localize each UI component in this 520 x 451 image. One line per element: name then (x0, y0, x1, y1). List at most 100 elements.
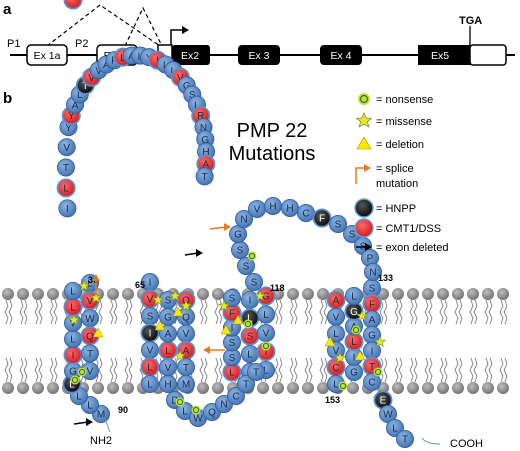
svg-text:N: N (200, 123, 207, 134)
residue: T (395, 429, 414, 448)
residue: L (63, 297, 83, 317)
lipid-head (422, 288, 434, 300)
residue: N (234, 209, 253, 228)
exon-5 (418, 45, 472, 65)
missense-marker (78, 279, 90, 292)
n-terminus-line (104, 418, 111, 433)
nonsense-marker (261, 341, 271, 351)
residue: S (236, 256, 255, 275)
residue: L (344, 332, 364, 352)
residue: V (57, 138, 76, 157)
residue: F (362, 294, 382, 314)
svg-text:Y: Y (65, 123, 72, 134)
legend-hnpp-icon (354, 198, 374, 218)
lipid-head (302, 288, 314, 300)
svg-text:T: T (63, 163, 69, 174)
lipid-tail (424, 299, 433, 325)
diagram-title-line1: PMP 22 (237, 120, 308, 142)
residue: C (296, 203, 315, 222)
svg-text:L: L (392, 424, 398, 435)
svg-text:L: L (333, 329, 339, 340)
lipid-head (92, 382, 104, 394)
lipid-head (302, 382, 314, 394)
svg-text:V: V (63, 143, 70, 154)
svg-text:A: A (103, 60, 110, 71)
lipid-head (17, 288, 29, 300)
svg-text:L: L (165, 346, 171, 357)
missense-marker (169, 289, 181, 302)
lipid-head (272, 382, 284, 394)
legend-exon-deleted-text: = exon deleted (376, 242, 448, 254)
legend-cmt-text: = CMT1/DSS (376, 223, 441, 235)
residue: T (246, 362, 265, 381)
lipid-head (47, 382, 59, 394)
svg-text:A: A (202, 160, 209, 171)
svg-text:E: E (380, 396, 387, 407)
residue: V (247, 199, 266, 218)
lipid-head (197, 382, 209, 394)
svg-text:Q: Q (208, 408, 216, 419)
residue: V (176, 324, 195, 343)
diagram-title-line2: Mutations (229, 143, 316, 165)
exon-deleted-arrow-2 (73, 418, 93, 426)
lipid-head (437, 288, 449, 300)
svg-text:M: M (97, 410, 105, 421)
residue: G (158, 307, 177, 326)
svg-text:V: V (70, 319, 77, 330)
svg-text:N: N (369, 268, 376, 279)
residue: L (344, 286, 363, 305)
c-terminus-label: COOH (450, 438, 483, 450)
svg-text:L: L (247, 314, 253, 325)
missense-marker (180, 299, 192, 312)
exon-4 (320, 45, 362, 65)
svg-text:W: W (193, 414, 203, 425)
nonsense-marker (373, 367, 383, 377)
svg-text:L: L (76, 392, 82, 403)
svg-text:L: L (333, 380, 339, 391)
exon-2 (172, 45, 210, 65)
svg-text:C: C (232, 392, 239, 403)
svg-text:S: S (70, 0, 77, 3)
panel-a-label: a (3, 1, 12, 18)
svg-text:N: N (240, 215, 247, 226)
promoter-p1: P1 (7, 38, 20, 50)
lipid-head (467, 382, 479, 394)
svg-text:L: L (182, 407, 188, 418)
svg-text:T: T (82, 81, 88, 92)
exon-4-label: Ex 4 (330, 50, 351, 62)
svg-text:D: D (171, 396, 178, 407)
svg-text:S: S (237, 246, 244, 257)
nonsense-marker (77, 367, 87, 377)
residue-number-153: 153 (325, 395, 340, 405)
lipid-head (122, 288, 134, 300)
svg-text:L: L (147, 363, 153, 374)
n-terminus-label: NH2 (90, 435, 112, 447)
lipid-head (317, 382, 329, 394)
lipid-head (452, 382, 464, 394)
svg-text:R: R (197, 111, 204, 122)
residue: S (230, 240, 249, 259)
residue: T (195, 167, 214, 186)
lipid-head (17, 382, 29, 394)
svg-text:L: L (69, 380, 75, 391)
nonsense-marker (191, 405, 201, 415)
lipid-tail (289, 299, 298, 325)
lipid-head (482, 382, 494, 394)
lipid-head (497, 288, 509, 300)
svg-text:S: S (189, 90, 196, 101)
svg-text:V: V (87, 367, 94, 378)
lipid-head (482, 288, 494, 300)
lipid-head (287, 288, 299, 300)
svg-text:H: H (202, 147, 209, 158)
residue: V (256, 323, 275, 342)
svg-text:N: N (220, 400, 227, 411)
lipid-tail (304, 299, 313, 325)
lipid-tail (124, 357, 133, 383)
svg-text:G: G (368, 331, 376, 342)
panel-a-gene-structure: a P1 P2 Ex 1a Ex 1b Ex2 Ex 3 Ex 4 Ex5 TG… (3, 1, 515, 66)
lipid-head (452, 288, 464, 300)
svg-text:G: G (183, 81, 191, 92)
residue: L (56, 178, 76, 198)
deletion-marker (220, 324, 232, 335)
lipid-tail (409, 299, 418, 325)
